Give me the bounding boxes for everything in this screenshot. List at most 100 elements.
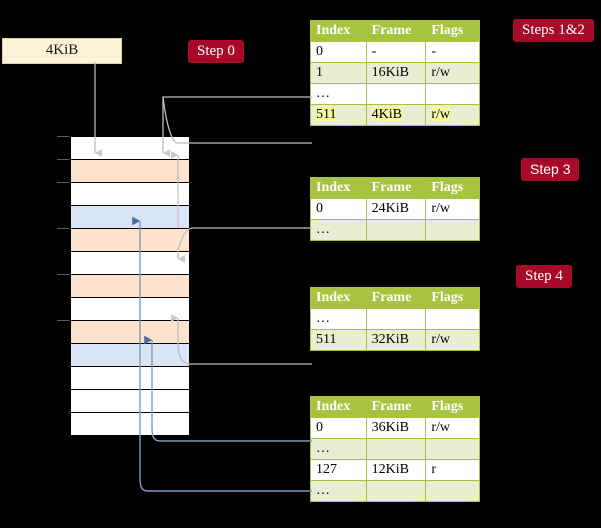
table-cell-index: … <box>310 308 367 330</box>
memory-frame-row <box>70 205 190 229</box>
table-cell-flags: r/w <box>425 104 480 126</box>
column-header-flags: Flags <box>425 396 480 418</box>
memory-row-tick <box>57 320 69 321</box>
column-header-index: Index <box>310 20 367 42</box>
table-row: … <box>310 438 480 460</box>
cell-text: 511 <box>316 107 337 122</box>
table-cell-flags <box>425 480 480 502</box>
cell-text: r/w <box>431 107 450 122</box>
column-header-flags: Flags <box>425 20 480 42</box>
table-cell-flags: r/w <box>425 198 480 220</box>
cell-text: r/w <box>431 332 450 347</box>
memory-row-tick <box>57 136 69 137</box>
cell-text: … <box>316 483 330 498</box>
wire-l3-to-mem <box>177 227 312 263</box>
memory-frame-row <box>70 366 190 390</box>
memory-frame-row <box>70 297 190 321</box>
cell-text: 36KiB <box>371 420 409 435</box>
table-cell-index: 511 <box>310 329 367 351</box>
memory-frame-row <box>70 182 190 206</box>
memory-frame-row <box>70 320 190 344</box>
cell-text: 32KiB <box>371 332 409 347</box>
table-cell-frame: 24KiB <box>365 198 427 220</box>
cell-text: 0 <box>316 201 323 216</box>
table-cell-flags: r/w <box>425 62 480 84</box>
table-cell-frame: 12KiB <box>365 459 427 481</box>
column-header-frame: Frame <box>365 20 427 42</box>
memory-frame-row <box>70 136 190 160</box>
table-cell-frame <box>365 83 427 105</box>
cell-text: - <box>431 44 436 59</box>
table-cell-flags: - <box>425 41 480 63</box>
step-badge-label: Step 0 <box>197 43 235 59</box>
memory-row-tick <box>57 228 69 229</box>
table-cell-index: … <box>310 219 367 241</box>
memory-frame-row <box>70 412 190 436</box>
column-header-index: Index <box>310 396 367 418</box>
cell-text: 16KiB <box>371 65 409 80</box>
column-header-flags: Flags <box>425 177 480 199</box>
column-header-frame: Frame <box>365 396 427 418</box>
table-cell-index: … <box>310 438 367 460</box>
table-cell-index: 1 <box>310 62 367 84</box>
memory-row-tick <box>57 182 69 183</box>
table-cell-frame <box>365 480 427 502</box>
table-cell-frame: 32KiB <box>365 329 427 351</box>
memory-row-tick <box>57 159 69 160</box>
step-badge-label: Steps 1&2 <box>522 22 585 38</box>
table-cell-index: 0 <box>310 417 367 439</box>
memory-frame-row <box>70 228 190 252</box>
step-badge-label: Step 4 <box>525 268 563 284</box>
cell-text: … <box>316 441 330 456</box>
column-header-frame: Frame <box>365 177 427 199</box>
table-row: … <box>310 480 480 502</box>
table-row: 511 32KiB r/w <box>310 329 480 351</box>
table-cell-index: 127 <box>310 459 367 481</box>
table-cell-flags <box>425 308 480 330</box>
wire-l2-to-mem <box>171 314 312 365</box>
cell-text: 511 <box>316 332 337 347</box>
memory-row-tick <box>57 274 69 275</box>
table-cell-index: 0 <box>310 198 367 220</box>
page-box-4kib: 4KiB <box>2 38 122 64</box>
cell-text: 12KiB <box>371 462 409 477</box>
table-row: 0-- <box>310 41 480 63</box>
table-row: 0 36KiB r/w <box>310 417 480 439</box>
column-header-index: Index <box>310 287 367 309</box>
cell-text: r/w <box>431 201 450 216</box>
table-row: 1 16KiB r/w <box>310 62 480 84</box>
table-cell-flags: r/w <box>425 329 480 351</box>
memory-frame-row <box>70 251 190 275</box>
table-cell-frame: - <box>365 41 427 63</box>
table-cell-frame <box>365 308 427 330</box>
memory-frame-row <box>70 389 190 413</box>
column-header-index: Index <box>310 177 367 199</box>
cell-text: 4KiB <box>371 107 402 122</box>
table-cell-frame <box>365 438 427 460</box>
table-cell-index: 511 <box>310 104 367 126</box>
table-cell-frame <box>365 219 427 241</box>
cell-text: 1 <box>316 65 323 80</box>
page-box-label: 4KiB <box>45 42 79 58</box>
table-cell-flags <box>425 438 480 460</box>
table-cell-index: 0 <box>310 41 367 63</box>
table-row: … <box>310 83 480 105</box>
table-cell-index: … <box>310 480 367 502</box>
column-header-flags: Flags <box>425 287 480 309</box>
table-cell-frame: 4KiB <box>365 104 427 126</box>
step-badge-step4: Step 4 <box>516 265 572 288</box>
memory-frame-row <box>70 343 190 367</box>
cell-text: 127 <box>316 462 337 477</box>
cell-text: r/w <box>431 420 450 435</box>
cell-text: … <box>316 222 330 237</box>
column-header-frame: Frame <box>365 287 427 309</box>
cell-text: - <box>371 44 377 59</box>
table-cell-frame: 36KiB <box>365 417 427 439</box>
physical-memory-column <box>57 136 190 436</box>
